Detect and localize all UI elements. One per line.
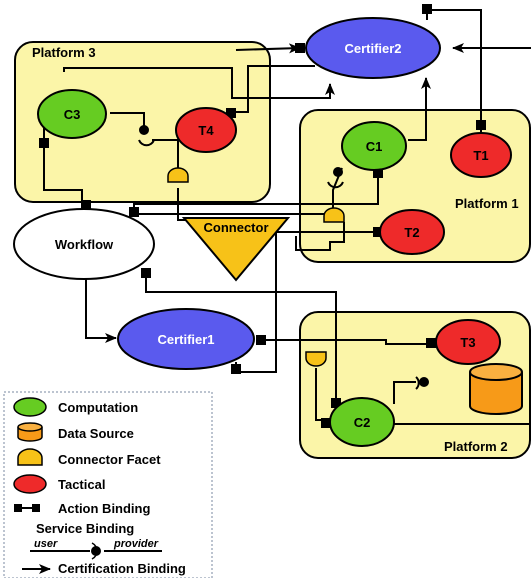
connector-facet-p1 [323,207,345,223]
legend-user: user [34,538,58,550]
t1-label: T1 [473,148,488,163]
certifier2-node[interactable]: Certifier2 [305,17,441,79]
legend-connector-facet: Connector Facet [58,452,161,467]
c1-label: C1 [366,139,383,154]
legend-computation: Computation [58,400,138,415]
data-source-node[interactable] [469,363,523,415]
service-binding-markers [138,125,429,390]
legend-data-source: Data Source [58,426,134,441]
workflow-label: Workflow [55,237,114,252]
workflow-node[interactable]: Workflow [13,208,155,280]
binding-facet-right [295,222,345,251]
action-binding-markers [39,4,486,428]
legend: Computation Data Source Connector Facet … [3,391,213,578]
certifier1-node[interactable]: Certifier1 [117,308,255,370]
platform-2-label: Platform 2 [444,439,508,454]
legend-action-binding-icon [14,504,40,512]
legend-tactical-icon [13,474,47,494]
service-c3 [110,112,145,130]
c2-label: C2 [354,415,371,430]
cert-binding-platform3 [235,43,301,54]
c1-node[interactable]: C1 [341,121,407,171]
legend-computation-icon [13,397,47,417]
legend-service-binding-icon [30,542,162,560]
cert-binding-c3 [63,67,335,99]
connector-node[interactable]: Connector [181,217,291,282]
t4-label: T4 [198,123,214,138]
c2-node[interactable]: C2 [329,397,395,447]
binding-certifier1-t3 [258,339,434,345]
binding-t4-certifier2 [230,65,315,113]
connector-facet-p2 [305,351,327,367]
connector-facets [167,167,345,367]
cert-binding-c1 [408,77,431,141]
c3-label: C3 [64,107,81,122]
connector-facet-t4 [167,167,189,183]
legend-data-source-icon [17,422,43,442]
service-c2 [393,381,416,404]
legend-provider: provider [113,538,159,550]
t1-node[interactable]: T1 [450,132,512,178]
legend-service-binding: Service Binding [36,521,134,536]
t3-node[interactable]: T3 [435,319,501,365]
certifier2-label: Certifier2 [344,41,401,56]
legend-certification-binding: Certification Binding [58,561,186,576]
legend-action-binding: Action Binding [58,501,150,516]
platform-3: Platform 3 [14,41,271,203]
platform-3-label: Platform 3 [32,45,96,60]
connector-label: Connector [204,220,269,235]
binding-t1-certifier2 [426,9,482,142]
bindings [43,9,531,425]
t3-label: T3 [460,335,475,350]
platform-1-label: Platform 1 [455,196,519,211]
legend-tactical: Tactical [58,477,105,492]
t2-node[interactable]: T2 [379,209,445,255]
certifier1-label: Certifier1 [157,332,214,347]
legend-connector-facet-icon [17,448,43,466]
t2-label: T2 [404,225,419,240]
c3-node[interactable]: C3 [37,89,107,139]
t4-node[interactable]: T4 [175,107,237,153]
cert-binding-workflow-certifier1 [85,278,117,343]
